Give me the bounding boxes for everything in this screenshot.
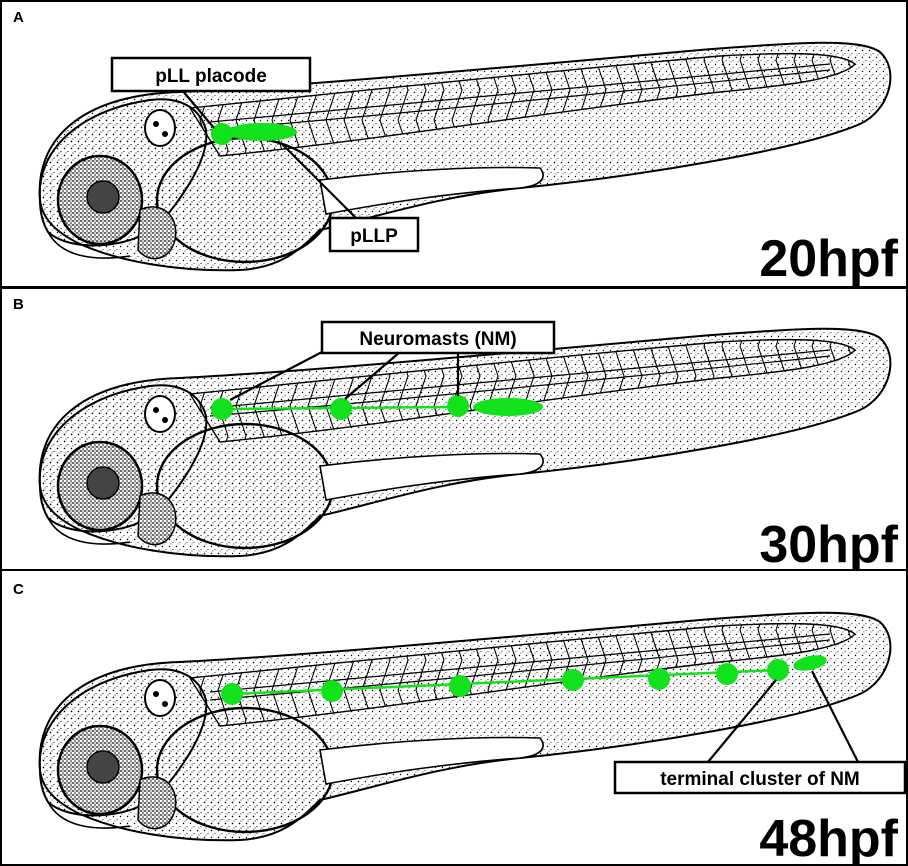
neuromast-c-5: [648, 668, 670, 690]
panel-letter-b: B: [13, 296, 24, 313]
panel-c: C terminal cluster of NM 48hpf: [1, 570, 907, 866]
neuromast-c-1: [221, 683, 243, 705]
neuromast-b-1: [211, 398, 233, 420]
neuromast-c-7: [767, 659, 789, 681]
neuromast-c-4: [562, 669, 584, 691]
stage-label-c: 48hpf: [759, 810, 898, 866]
neuromast-b-2: [330, 398, 352, 420]
label-pll-placode: pLL placode: [155, 66, 267, 87]
neuromast-c-2: [321, 680, 343, 702]
panel-letter-a: A: [13, 9, 24, 26]
neuromast-c-3: [449, 675, 471, 697]
label-terminal-cluster: terminal cluster of NM: [660, 769, 860, 790]
label-neuromasts: Neuromasts (NM): [359, 329, 516, 350]
stage-label-a: 20hpf: [759, 230, 898, 288]
panel-letter-c: C: [13, 581, 24, 598]
primordium-a: [227, 123, 297, 141]
primordium-b: [473, 398, 543, 416]
neuromast-b-3: [447, 395, 469, 417]
panel-a: A pLL placode pLLP 20hpf: [1, 1, 907, 288]
label-pllp: pLLP: [350, 226, 398, 247]
neuromast-c-6: [716, 663, 738, 685]
panel-b: B Neuromasts (NM) 30hpf: [1, 288, 907, 574]
stage-label-b: 30hpf: [759, 516, 898, 574]
